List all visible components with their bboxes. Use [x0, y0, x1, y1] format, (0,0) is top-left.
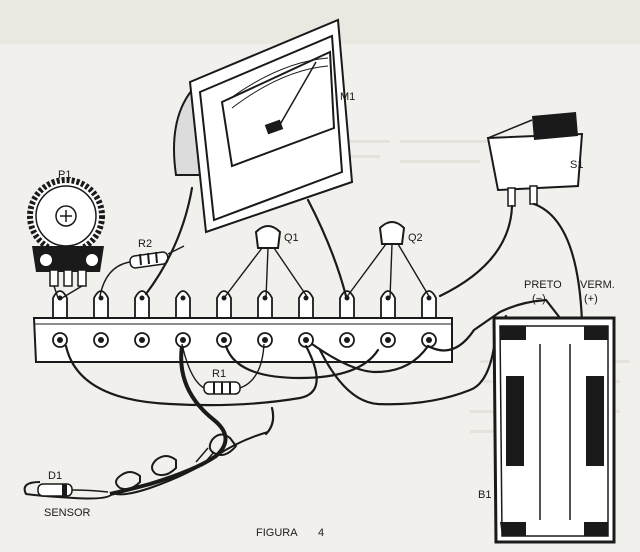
solder-lug	[52, 290, 68, 321]
terminal-screw-center	[57, 337, 63, 343]
under-strip-wires	[64, 298, 562, 407]
potentiometer-p1: P1	[27, 169, 105, 287]
battery-label: B1	[478, 489, 491, 501]
transistor-q2: Q2	[345, 221, 431, 299]
terminal-screw-center	[303, 337, 309, 343]
switch-label: S1	[570, 159, 583, 171]
d1-label: D1	[48, 470, 62, 482]
solder-lug	[93, 290, 109, 321]
switch-s1: S1	[486, 112, 583, 207]
pot-label: P1	[58, 169, 71, 181]
r1-label: R1	[212, 368, 226, 380]
sensor-cable	[23, 345, 275, 500]
solder-lug-hole	[426, 295, 432, 301]
q1-label: Q1	[284, 232, 299, 244]
q2-label: Q2	[408, 232, 423, 244]
solder-lug-hole	[139, 295, 145, 301]
red-wire-sign: (+)	[584, 293, 598, 305]
solder-lug	[380, 290, 396, 321]
terminal-screw-center	[180, 337, 186, 343]
solder-lug-hole	[98, 295, 104, 301]
black-wire-sign: (−)	[532, 293, 546, 305]
solder-lug	[134, 290, 150, 321]
solder-lug	[257, 290, 273, 321]
solder-lug-hole	[57, 295, 63, 301]
pot-wires	[53, 285, 83, 299]
black-wire-label: PRETO	[524, 279, 562, 291]
solder-lug	[175, 290, 191, 321]
figure-caption: FIGURA 4	[256, 527, 324, 539]
solder-lug	[216, 290, 232, 321]
solder-lug	[339, 290, 355, 321]
red-wire-label: VERM.	[580, 279, 615, 291]
solder-lug	[298, 290, 314, 321]
terminal-screw-center	[221, 337, 227, 343]
meter-label: M1	[340, 91, 355, 103]
terminal-screw-center	[139, 337, 145, 343]
terminal-screw-center	[344, 337, 350, 343]
solder-lug-hole	[385, 295, 391, 301]
solder-lug	[421, 290, 437, 321]
figure-caption-number: 4	[318, 527, 324, 539]
r2-label: R2	[138, 238, 152, 250]
switch-wires	[438, 202, 584, 324]
sensor-label: SENSOR	[44, 507, 91, 519]
meter-m1: M1	[173, 18, 355, 234]
diode-d1: D1 SENSOR	[37, 470, 91, 519]
terminal-screw-center	[262, 337, 268, 343]
resistor-r2: R2	[99, 238, 185, 297]
terminal-screw-center	[385, 337, 391, 343]
solder-lug-hole	[180, 295, 186, 301]
polarity-labels: PRETO (−) VERM. (+)	[524, 279, 615, 305]
terminal-strip	[32, 290, 453, 363]
battery-b1: B1	[478, 316, 616, 544]
figure-caption-text: FIGURA	[256, 527, 298, 539]
meter-wires	[144, 186, 348, 298]
terminal-screw-center	[98, 337, 104, 343]
transistor-q1: Q1	[223, 225, 309, 299]
terminal-screw-center	[426, 337, 432, 343]
